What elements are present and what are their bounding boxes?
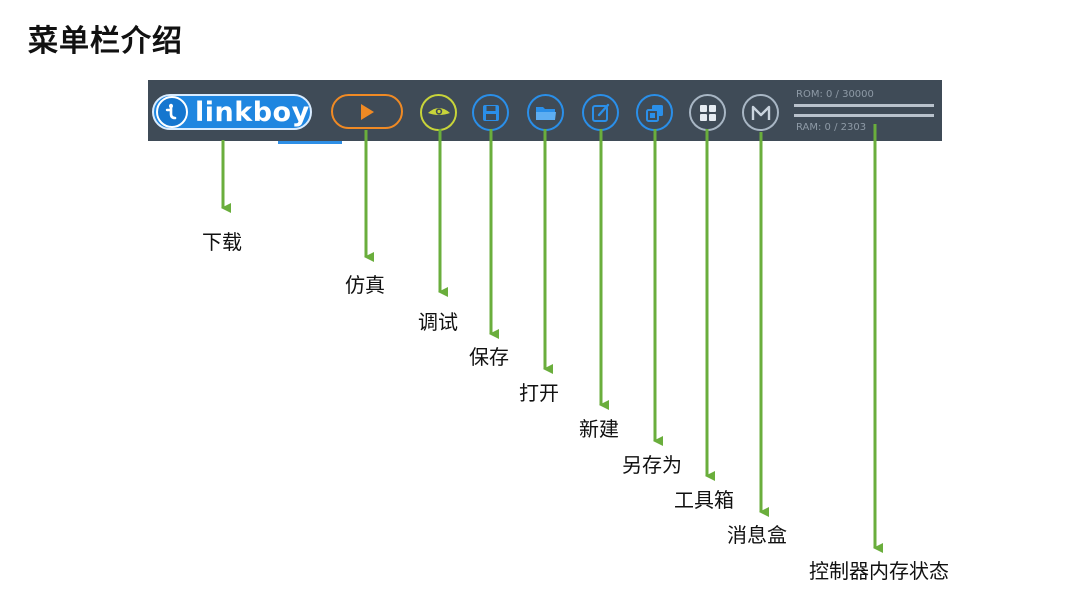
page-title: 菜单栏介绍 (28, 24, 183, 59)
logo-text: linkboy (195, 96, 310, 128)
debug-button[interactable] (420, 94, 457, 131)
rom-usage-bar (794, 104, 934, 107)
grid-icon (699, 104, 716, 121)
ram-usage-bar (794, 114, 934, 117)
message-box-button[interactable] (742, 94, 779, 131)
label-simulate: 仿真 (345, 273, 385, 297)
folder-icon (535, 106, 556, 120)
label-open: 打开 (519, 381, 559, 405)
floppy-disk-icon (482, 104, 499, 121)
open-button[interactable] (527, 94, 564, 131)
rom-status-text: ROM: 0 / 30000 (796, 89, 874, 100)
download-logo-icon (156, 96, 188, 128)
label-save-as: 另存为 (622, 453, 682, 477)
label-download: 下载 (202, 230, 242, 254)
download-button[interactable]: linkboy (152, 94, 312, 130)
m-letter-icon (751, 105, 770, 120)
new-button[interactable] (582, 94, 619, 131)
edit-document-icon (591, 103, 609, 122)
label-debug: 调试 (418, 310, 458, 334)
label-message-box: 消息盒 (727, 523, 787, 547)
label-new: 新建 (579, 417, 619, 441)
save-as-button[interactable] (636, 94, 673, 131)
label-toolbox: 工具箱 (674, 488, 734, 512)
simulate-button[interactable] (331, 94, 403, 129)
save-as-icon (645, 104, 663, 122)
ram-status-text: RAM: 0 / 2303 (796, 122, 867, 133)
toolbar-accent-line (278, 141, 342, 144)
play-icon (361, 103, 374, 120)
label-memory-status: 控制器内存状态 (809, 559, 949, 583)
eye-icon (427, 107, 450, 115)
label-save: 保存 (469, 345, 509, 369)
